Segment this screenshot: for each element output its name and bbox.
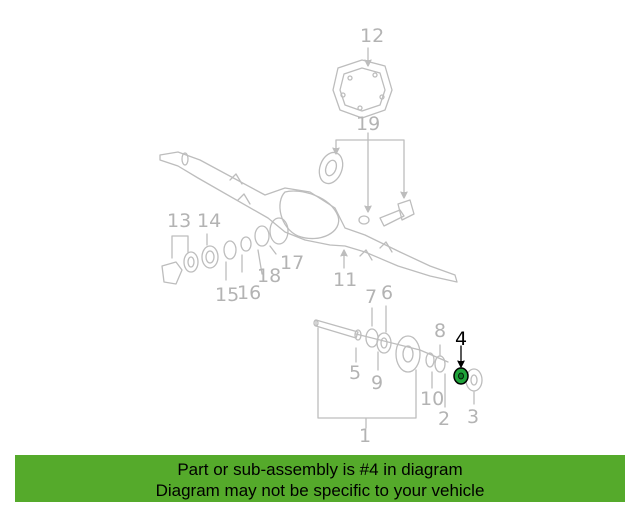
part-label-16: 16	[237, 282, 262, 304]
part-label-8: 8	[434, 320, 447, 342]
part-label-5: 5	[349, 362, 362, 384]
part-label-2: 2	[438, 408, 451, 430]
part-label-15: 15	[215, 284, 240, 306]
part-label-9: 9	[371, 372, 384, 394]
part-label-17: 17	[280, 252, 305, 274]
part-label-6: 6	[381, 282, 394, 304]
pinion-gear	[358, 199, 415, 227]
parts-diagram	[159, 47, 483, 429]
axle-housing	[159, 151, 458, 283]
part-label-1: 1	[359, 425, 372, 447]
part-label-11: 11	[333, 269, 358, 291]
banner-line-part-info: Part or sub-assembly is #4 in diagram	[177, 460, 463, 479]
cover-gasket-part-12	[332, 59, 393, 119]
part-label-13: 13	[167, 210, 192, 232]
part-label-14: 14	[197, 210, 222, 232]
part-label-10: 10	[420, 388, 445, 410]
part-label-3: 3	[467, 406, 480, 428]
part-label-18: 18	[257, 265, 282, 287]
part-label-19: 19	[356, 113, 381, 135]
info-banner: Part or sub-assembly is #4 in diagram Di…	[15, 455, 625, 502]
highlighted-part-4	[453, 345, 469, 385]
carrier-parts-13-18	[161, 217, 289, 285]
ring-gear	[318, 151, 344, 185]
banner-line-disclaimer: Diagram may not be specific to your vehi…	[155, 481, 485, 500]
part-label-4-highlighted: 4	[455, 328, 468, 350]
part-label-12: 12	[360, 25, 385, 47]
part-label-7: 7	[365, 286, 378, 308]
